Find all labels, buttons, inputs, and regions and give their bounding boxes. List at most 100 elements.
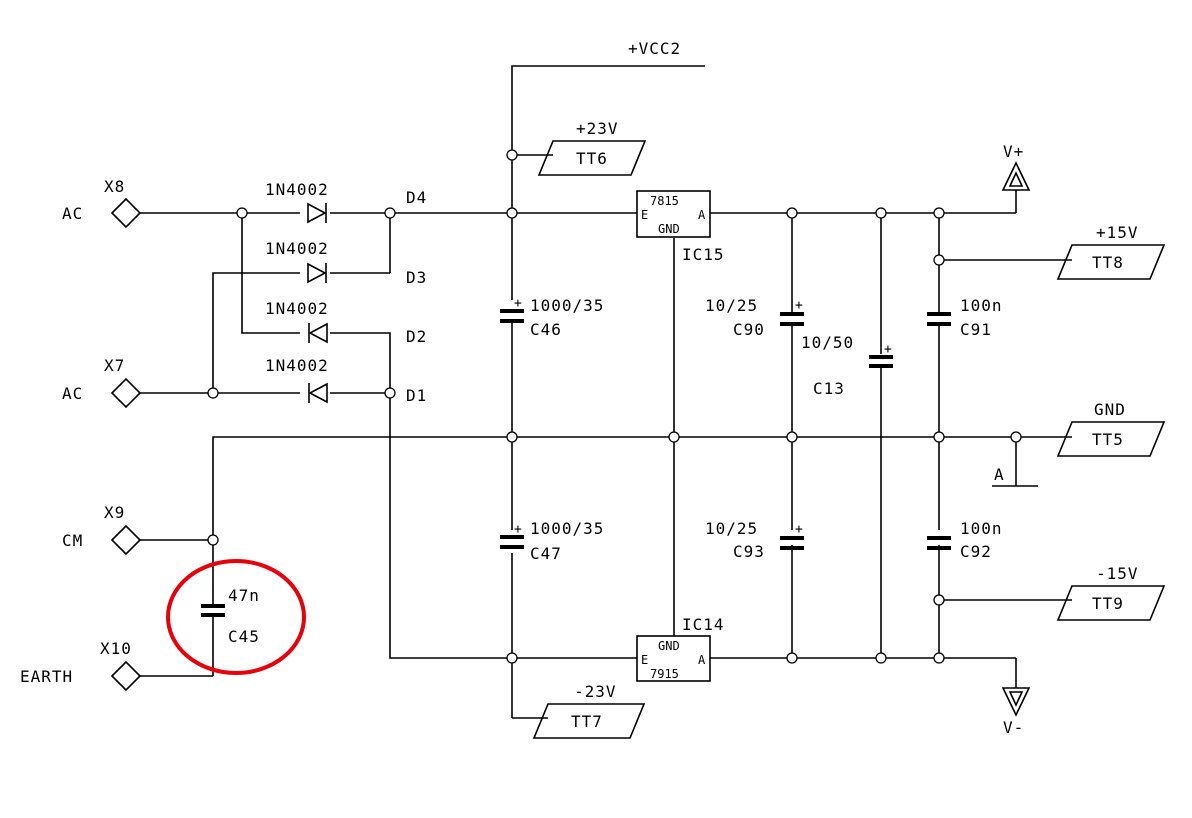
junctions xyxy=(207,149,1022,664)
rail-vminus: V- xyxy=(1001,687,1031,737)
test-point-ref: TT6 xyxy=(576,149,608,168)
regulator-part: 7915 xyxy=(650,667,679,681)
test-point-flag-icon xyxy=(537,140,647,176)
diode-ref: D3 xyxy=(406,268,427,287)
test-point-tt6: TT6 +23V xyxy=(537,119,647,176)
diode-symbol-icon xyxy=(308,322,328,344)
connector-ref: X7 xyxy=(104,356,125,375)
capacitor-ref: C47 xyxy=(530,544,562,563)
connector-label: CM xyxy=(62,531,83,550)
capacitor-ref: C45 xyxy=(228,627,260,646)
capacitor-ref: C91 xyxy=(960,320,992,339)
diode-ref: D4 xyxy=(406,188,427,207)
connector-pad-icon xyxy=(110,524,142,556)
rail-vcc2: +VCC2 xyxy=(628,39,681,58)
pin-a-label: A xyxy=(698,653,706,667)
capacitor-ref: C93 xyxy=(733,542,765,561)
test-point-ref: TT5 xyxy=(1092,430,1124,449)
capacitor-c93: + 10/25 C93 xyxy=(705,519,804,561)
capacitor-c91: 100n C91 xyxy=(927,296,1003,339)
capacitor-c13: + 10/50 C13 xyxy=(801,333,893,398)
rail-label: V- xyxy=(1003,718,1024,737)
test-point-ref: TT7 xyxy=(571,712,603,731)
supply-arrow-inner-icon xyxy=(1008,171,1024,187)
test-point-tt5: TT5 GND xyxy=(1056,400,1166,457)
test-point-net: -15V xyxy=(1096,564,1139,583)
connector-pad-icon xyxy=(110,197,142,229)
diode-part: 1N4002 xyxy=(265,299,329,318)
supply-arrow-down-icon xyxy=(1001,687,1031,717)
ground-label: A xyxy=(994,465,1005,484)
diode-ref: D1 xyxy=(406,386,427,405)
pin-a-label: A xyxy=(698,208,706,222)
polarity-mark: + xyxy=(795,298,803,313)
pin-e-label: E xyxy=(641,653,648,667)
test-point-tt9: TT9 -15V xyxy=(1056,564,1166,621)
capacitor-c92: 100n C92 xyxy=(927,519,1003,561)
capacitor-ref: C46 xyxy=(530,320,562,339)
test-point-flag-icon xyxy=(532,703,646,739)
pin-e-label: E xyxy=(641,208,648,222)
test-point-tt8: TT8 +15V xyxy=(1056,223,1166,280)
diode-d1: 1N4002 D1 xyxy=(265,356,427,405)
diode-part: 1N4002 xyxy=(265,180,329,199)
regulator-ic14: GND E A 7915 IC14 xyxy=(636,615,725,682)
test-point-ref: TT9 xyxy=(1092,594,1124,613)
capacitor-value: 10/25 xyxy=(705,296,758,315)
polarity-mark: + xyxy=(795,522,803,537)
connector-x9: X9 CM xyxy=(62,503,142,556)
connector-ref: X10 xyxy=(100,639,132,658)
test-point-flag-icon xyxy=(1056,421,1166,457)
connector-pad-icon xyxy=(110,377,142,409)
diode-d3: 1N4002 D3 xyxy=(265,239,427,287)
capacitor-value: 10/50 xyxy=(801,333,854,352)
diode-symbol-icon xyxy=(308,382,328,404)
capacitor-ref: C90 xyxy=(733,320,765,339)
capacitor-ref: C92 xyxy=(960,542,992,561)
regulator-part: 7815 xyxy=(650,194,679,208)
test-point-flag-icon xyxy=(1056,585,1166,621)
capacitor-c45: 47n C45 xyxy=(201,586,260,646)
diode-ref: D2 xyxy=(406,327,427,346)
supply-arrow-up-icon xyxy=(1001,161,1031,191)
test-point-net: GND xyxy=(1094,400,1126,419)
capacitor-c90: + 10/25 C90 xyxy=(705,296,804,339)
capacitor-ref: C13 xyxy=(813,379,845,398)
diode-symbol-icon xyxy=(307,202,327,224)
connector-label: EARTH xyxy=(20,667,73,686)
regulator-ref: IC14 xyxy=(682,615,725,634)
connector-x8: X8 AC xyxy=(62,177,142,229)
connector-label: AC xyxy=(62,204,83,223)
test-point-net: +15V xyxy=(1096,223,1139,242)
capacitor-value: 100n xyxy=(960,296,1003,315)
test-point-flag-icon xyxy=(1056,244,1166,280)
capacitor-value: 1000/35 xyxy=(530,296,604,315)
polarity-mark: + xyxy=(884,342,892,357)
test-point-ref: TT8 xyxy=(1092,253,1124,272)
capacitor-value: 47n xyxy=(228,586,260,605)
connector-x10: X10 EARTH xyxy=(20,639,142,692)
connector-x7: X7 AC xyxy=(62,356,142,409)
rail-label: V+ xyxy=(1003,142,1024,161)
capacitor-value: 1000/35 xyxy=(530,519,604,538)
diode-d4: 1N4002 D4 xyxy=(265,180,427,224)
polarity-mark: + xyxy=(514,522,522,537)
highlight-circle xyxy=(166,559,306,675)
capacitor-c46: + 1000/35 C46 xyxy=(500,296,604,339)
test-point-net: -23V xyxy=(574,682,617,701)
test-point-tt7: TT7 -23V xyxy=(532,682,646,739)
pin-gnd-label: GND xyxy=(658,639,680,653)
connector-pad-icon xyxy=(110,660,142,692)
capacitor-c47: + 1000/35 C47 xyxy=(500,519,604,563)
connector-ref: X8 xyxy=(104,177,125,196)
capacitor-value: 100n xyxy=(960,519,1003,538)
regulator-ic15: 7815 E A GND IC15 xyxy=(636,190,724,264)
diode-part: 1N4002 xyxy=(265,239,329,258)
rail-label: +VCC2 xyxy=(628,39,681,58)
connector-label: AC xyxy=(62,384,83,403)
capacitor-value: 10/25 xyxy=(705,519,758,538)
supply-arrow-inner-icon xyxy=(1008,691,1024,707)
ground-symbol: A xyxy=(994,465,1005,484)
test-point-net: +23V xyxy=(576,119,619,138)
